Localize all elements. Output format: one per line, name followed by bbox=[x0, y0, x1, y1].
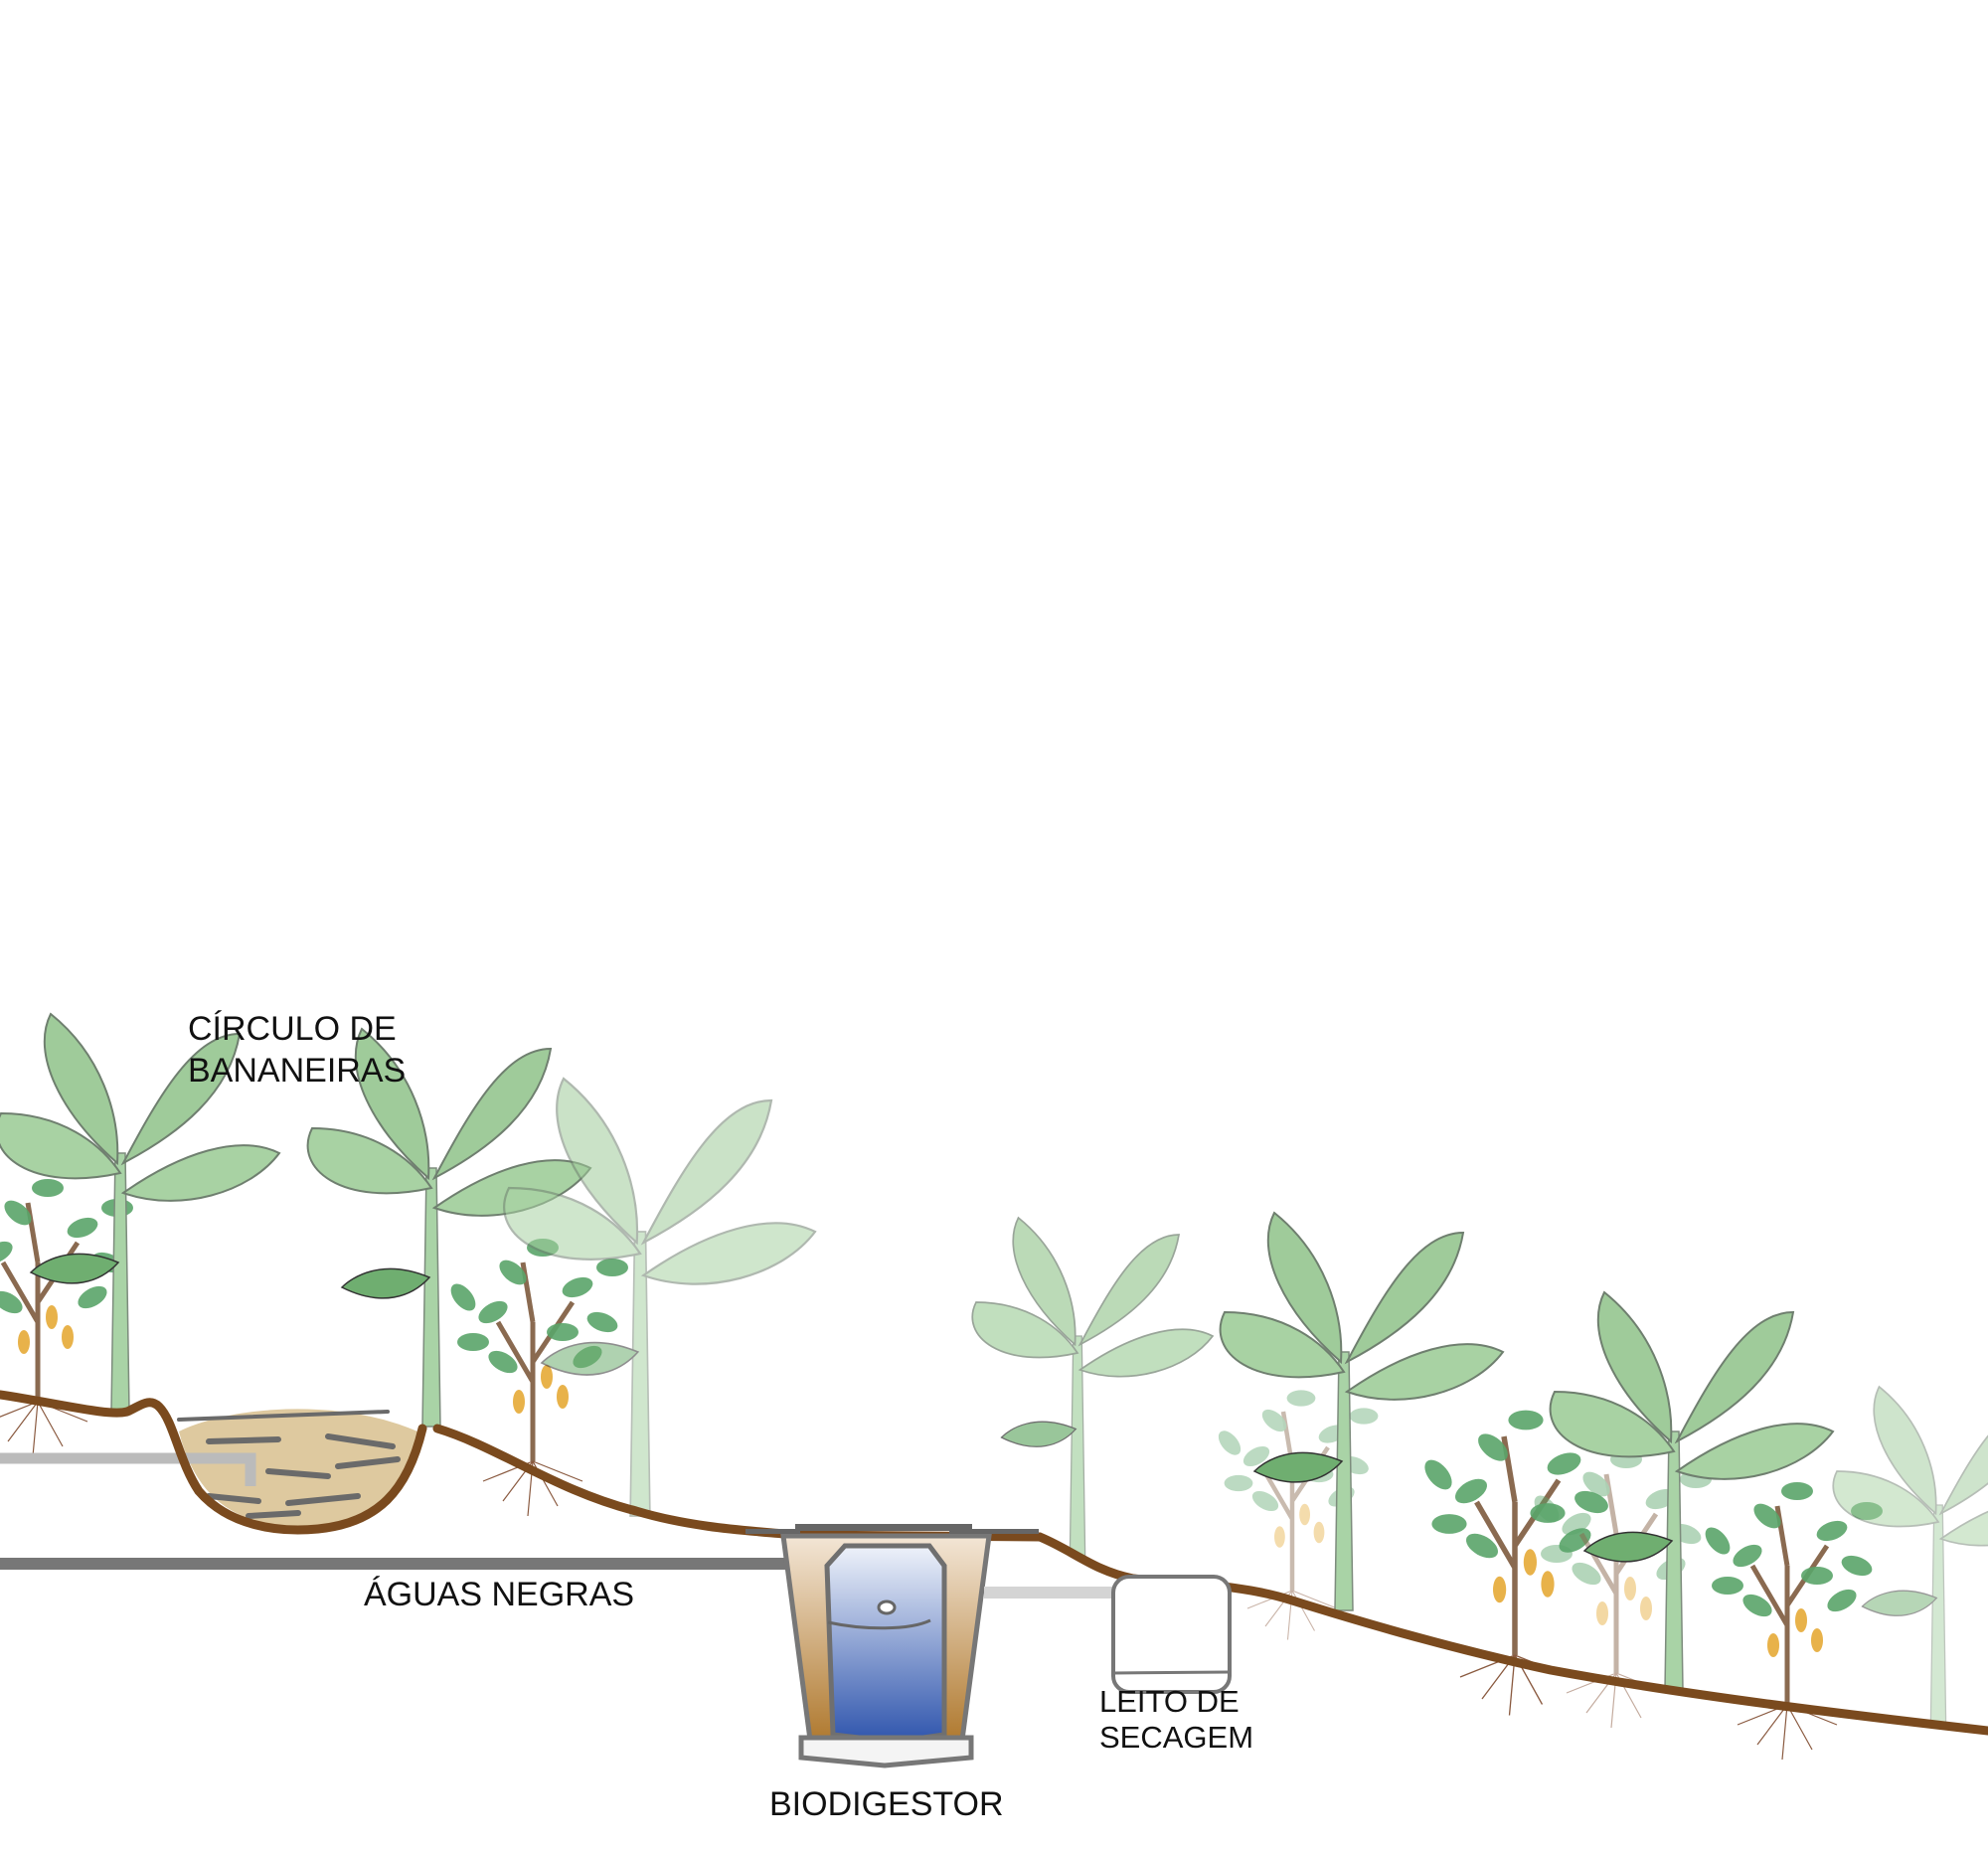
banana-tree bbox=[503, 1077, 817, 1518]
black-water-label: ÁGUAS NEGRAS bbox=[364, 1576, 634, 1613]
biodigester bbox=[746, 1524, 1039, 1768]
drying-bed bbox=[1111, 1575, 1232, 1694]
drying-bed-label-line1: LEITO DE bbox=[1099, 1684, 1240, 1719]
banana-circle-label-line1: CÍRCULO DE bbox=[188, 1010, 397, 1048]
banana-tree bbox=[971, 1217, 1214, 1557]
banana-circle-label-line2: BANANEIRAS bbox=[188, 1052, 406, 1090]
biodigester-lid bbox=[795, 1524, 972, 1531]
cocoa-tree bbox=[1419, 1411, 1619, 1716]
biodigester-gas-outlet bbox=[877, 1599, 897, 1615]
drying-bed-outlet-pipe bbox=[984, 1587, 1113, 1599]
biodigester-label: BIODIGESTOR bbox=[769, 1785, 1004, 1823]
banana-tree bbox=[1832, 1386, 1988, 1726]
drying-bed-label-line2: SECAGEM bbox=[1099, 1720, 1253, 1755]
mulch-strokes bbox=[177, 1410, 401, 1519]
black-water-pipe bbox=[0, 1558, 795, 1570]
banana-circle-inlet-pipe bbox=[0, 1452, 256, 1486]
